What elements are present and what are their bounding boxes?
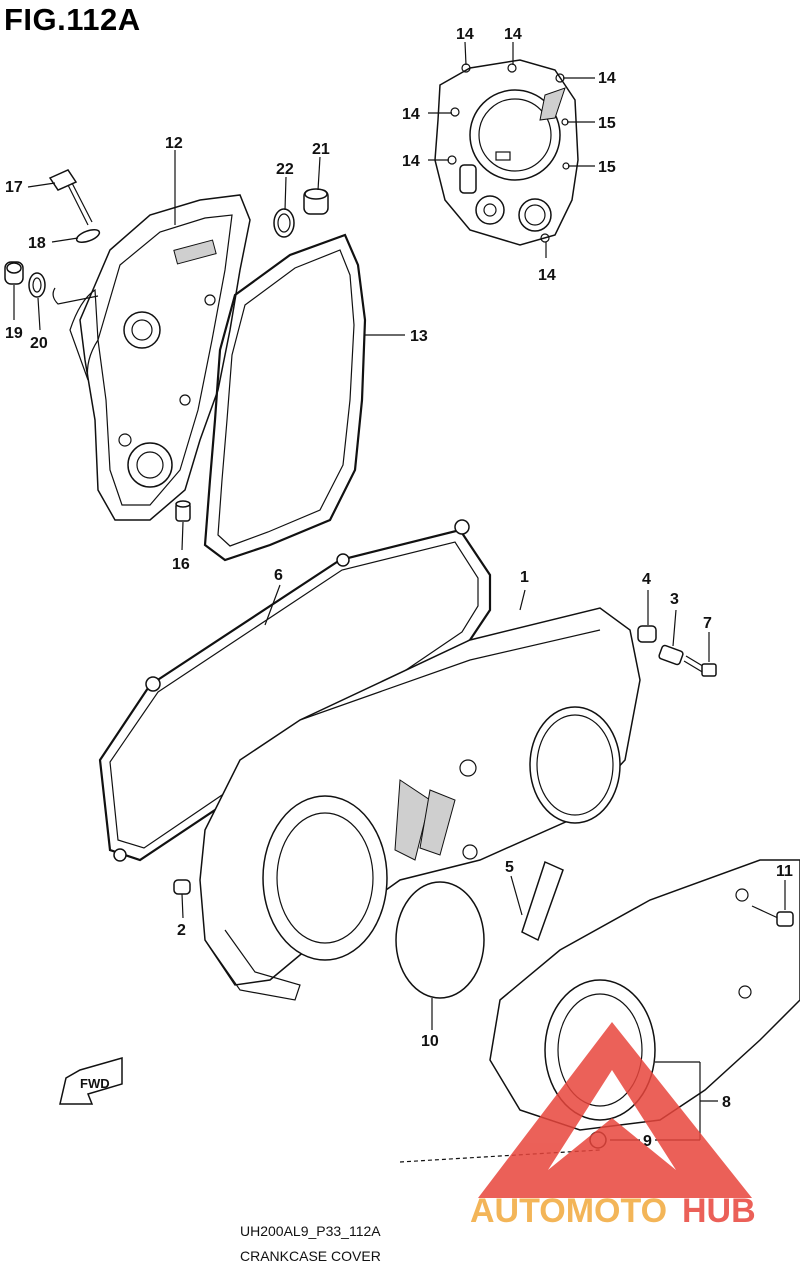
- callout-14-d: 14: [402, 106, 420, 123]
- figure-title: FIG.112A: [4, 2, 141, 37]
- dowel-part-4: [637, 625, 657, 643]
- callout-5: 5: [505, 859, 514, 876]
- callout-16: 16: [172, 556, 190, 573]
- gasket-part-13: [203, 233, 367, 562]
- screw-part-11: [751, 905, 794, 927]
- callout-9: 9: [643, 1133, 652, 1150]
- callout-19: 19: [5, 325, 23, 342]
- callout-14-b: 14: [504, 26, 522, 43]
- gasket-part-6: [98, 519, 492, 862]
- callout-17: 17: [5, 179, 23, 196]
- cap-part-21: [303, 188, 329, 215]
- inner-cover-part-12: [69, 194, 251, 521]
- callout-14-a: 14: [456, 26, 474, 43]
- figure-name: CRANKCASE COVER: [240, 1248, 381, 1264]
- callout-10: 10: [421, 1033, 439, 1050]
- watermark-triangle-icon: [478, 1022, 752, 1198]
- figure-code: UH200AL9_P33_112A: [240, 1223, 381, 1239]
- outer-cover-upper-right: [434, 59, 579, 246]
- callout-11: 11: [776, 863, 793, 880]
- o-ring-part-18: [75, 229, 101, 243]
- callout-2: 2: [177, 922, 186, 939]
- callout-4: 4: [642, 571, 651, 588]
- callout-14-c: 14: [598, 70, 616, 87]
- callout-numbers: 1 2 3 4 5 6 7 8 9 10 11 12 13 14 14 14 1…: [5, 26, 793, 1150]
- watermark-text-left: AUTOMOTO: [470, 1192, 667, 1230]
- bracket-line: [52, 287, 99, 305]
- callout-3: 3: [670, 591, 679, 608]
- o-ring-part-22: [273, 208, 295, 238]
- bolt-part-7: [683, 655, 717, 677]
- collar-part-3: [658, 644, 684, 666]
- oil-plug-part-17: [48, 169, 93, 226]
- callout-18: 18: [28, 235, 46, 252]
- callout-1: 1: [520, 569, 529, 586]
- cap-part-19: [4, 261, 24, 285]
- fwd-arrow: FWD: [59, 1057, 123, 1105]
- dowel-part-2: [173, 879, 191, 895]
- callout-7: 7: [703, 615, 712, 632]
- watermark-text-right: HUB: [682, 1192, 756, 1230]
- watermark: AUTOMOTO HUB: [470, 1022, 756, 1230]
- filter-part-10: [395, 881, 485, 999]
- callout-14-f: 14: [538, 267, 556, 284]
- callout-14-e: 14: [402, 153, 420, 170]
- callout-15-a: 15: [598, 115, 616, 132]
- dowel-part-16: [175, 500, 191, 522]
- callout-13: 13: [410, 328, 428, 345]
- callout-8: 8: [722, 1094, 731, 1111]
- callout-21: 21: [312, 141, 330, 158]
- callout-22: 22: [276, 161, 294, 178]
- fwd-label: FWD: [80, 1076, 110, 1091]
- callout-6: 6: [274, 567, 283, 584]
- callout-20: 20: [30, 335, 48, 352]
- callout-15-b: 15: [598, 159, 616, 176]
- callout-12: 12: [165, 135, 183, 152]
- crankcase-cover-part-1: [199, 607, 641, 1001]
- seal-part-20: [28, 272, 46, 298]
- damper-part-5: [521, 860, 564, 942]
